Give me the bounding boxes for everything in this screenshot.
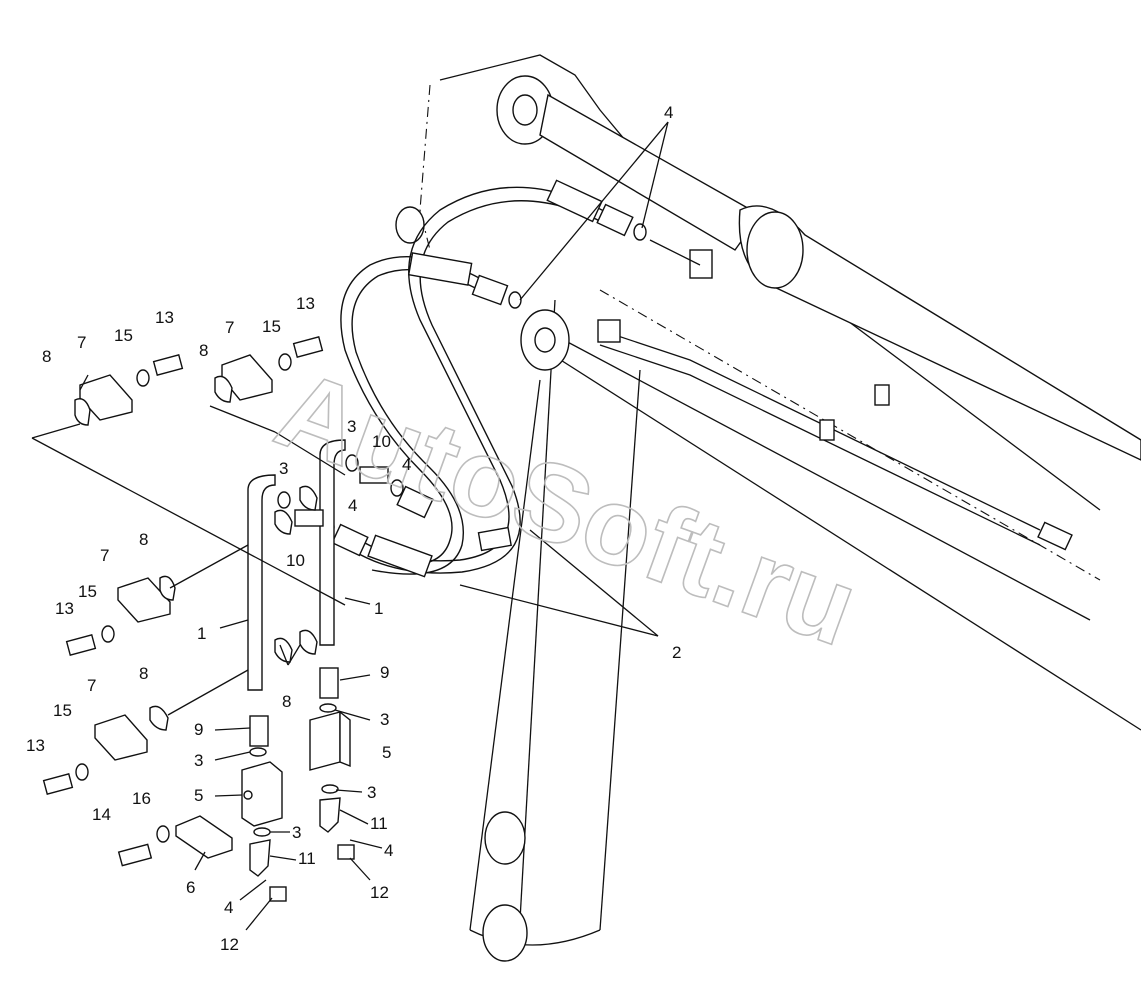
boom-pin-bottom (482, 904, 528, 962)
callout-2: 2 (672, 643, 681, 662)
elbow-11-left (249, 839, 271, 877)
hose-ferrule-mid (407, 252, 473, 286)
callout-4: 4 (384, 841, 393, 860)
callout-3: 3 (194, 751, 203, 770)
callout-3: 3 (380, 710, 389, 729)
clamp-half-8-d (149, 705, 169, 731)
bolt-14 (117, 843, 153, 867)
bolt-13-b (292, 336, 324, 358)
callout-15: 15 (53, 701, 72, 720)
callout-5-left: 5 (194, 786, 203, 805)
callout-3: 3 (367, 783, 376, 802)
adapter-9-right (319, 667, 339, 699)
callout-6: 6 (186, 878, 195, 897)
callout-9: 9 (380, 663, 389, 682)
block-5-left (241, 761, 283, 827)
callout-11: 11 (370, 814, 388, 833)
bolt-13-a (152, 354, 184, 376)
callout-4: 4 (348, 496, 357, 515)
boom-pin-low (484, 811, 526, 865)
lower-fittings (241, 667, 355, 902)
callout-7: 7 (87, 676, 96, 695)
clamp-half-8-c (159, 575, 176, 601)
cap-12-right (337, 844, 355, 860)
washer-15-d (75, 763, 89, 781)
washer-15-c (101, 625, 115, 643)
clamp-7-top-left (79, 374, 133, 421)
callout-5-right: 5 (382, 743, 391, 762)
callout-3: 3 (347, 417, 356, 436)
callout-13: 13 (155, 308, 174, 327)
callout-8: 8 (282, 692, 291, 711)
callout-3: 3 (279, 459, 288, 478)
washer-15-b (278, 353, 292, 371)
callout-7: 7 (225, 318, 234, 337)
callout-8: 8 (199, 341, 208, 360)
bolt-13-c (65, 634, 97, 656)
clamp-7-mid-left (117, 577, 171, 623)
callout-12: 12 (220, 935, 239, 954)
callout-15: 15 (78, 582, 97, 601)
callout-1-left: 1 (197, 624, 206, 643)
callout-7: 7 (77, 333, 86, 352)
boom-cylinder-barrel (738, 205, 1141, 461)
adapter-10-upper (359, 466, 389, 484)
clamp-half-8-b (214, 375, 233, 403)
callout-11: 11 (298, 849, 316, 868)
callout-9: 9 (194, 720, 203, 739)
callout-8: 8 (42, 347, 51, 366)
plate-6 (175, 815, 233, 859)
callout-10: 10 (372, 432, 391, 451)
steel-pipes (247, 439, 389, 691)
callout-15: 15 (114, 326, 133, 345)
callout-4: 4 (224, 898, 233, 917)
callout-13: 13 (296, 294, 315, 313)
callout-4: 4 (402, 455, 411, 474)
callout-16: 16 (132, 789, 151, 808)
callout-10: 10 (286, 551, 305, 570)
pipe-right (319, 439, 346, 646)
pipe-left (247, 474, 276, 691)
boom-structure (395, 54, 1141, 962)
cap-12-left (269, 886, 287, 902)
clamp-7-low-left (94, 714, 148, 761)
clamp-half-8-a (74, 398, 91, 426)
callout-numbers: 1 1 2 3 3 3 3 3 3 3 4 4 4 4 4 5 5 6 7 7 … (26, 103, 681, 954)
boom-cylinder-rod (539, 93, 762, 251)
adapter-10-lower (294, 509, 324, 527)
callout-14: 14 (92, 805, 111, 824)
hose-ferrule-low (367, 534, 433, 578)
callout-7: 7 (100, 546, 109, 565)
adapter-9-left (249, 715, 269, 747)
block-5-right (309, 711, 341, 771)
callout-1-right: 1 (374, 599, 383, 618)
callout-15: 15 (262, 317, 281, 336)
callout-3: 3 (292, 823, 301, 842)
clamp-half-8-e (274, 637, 293, 663)
clamp-sets (31, 336, 346, 867)
hose-assembly (277, 179, 647, 578)
washer-15-a (136, 369, 150, 387)
callout-8: 8 (139, 530, 148, 549)
hose-ferrule-top (546, 179, 603, 223)
leader-lines (79, 121, 669, 931)
washer-16 (156, 825, 170, 843)
callout-12: 12 (370, 883, 389, 902)
callout-13: 13 (26, 736, 45, 755)
callout-13: 13 (55, 599, 74, 618)
elbow-11-right (319, 797, 341, 833)
callout-8: 8 (139, 664, 148, 683)
bolt-13-d (42, 773, 74, 795)
callout-4: 4 (664, 103, 673, 122)
